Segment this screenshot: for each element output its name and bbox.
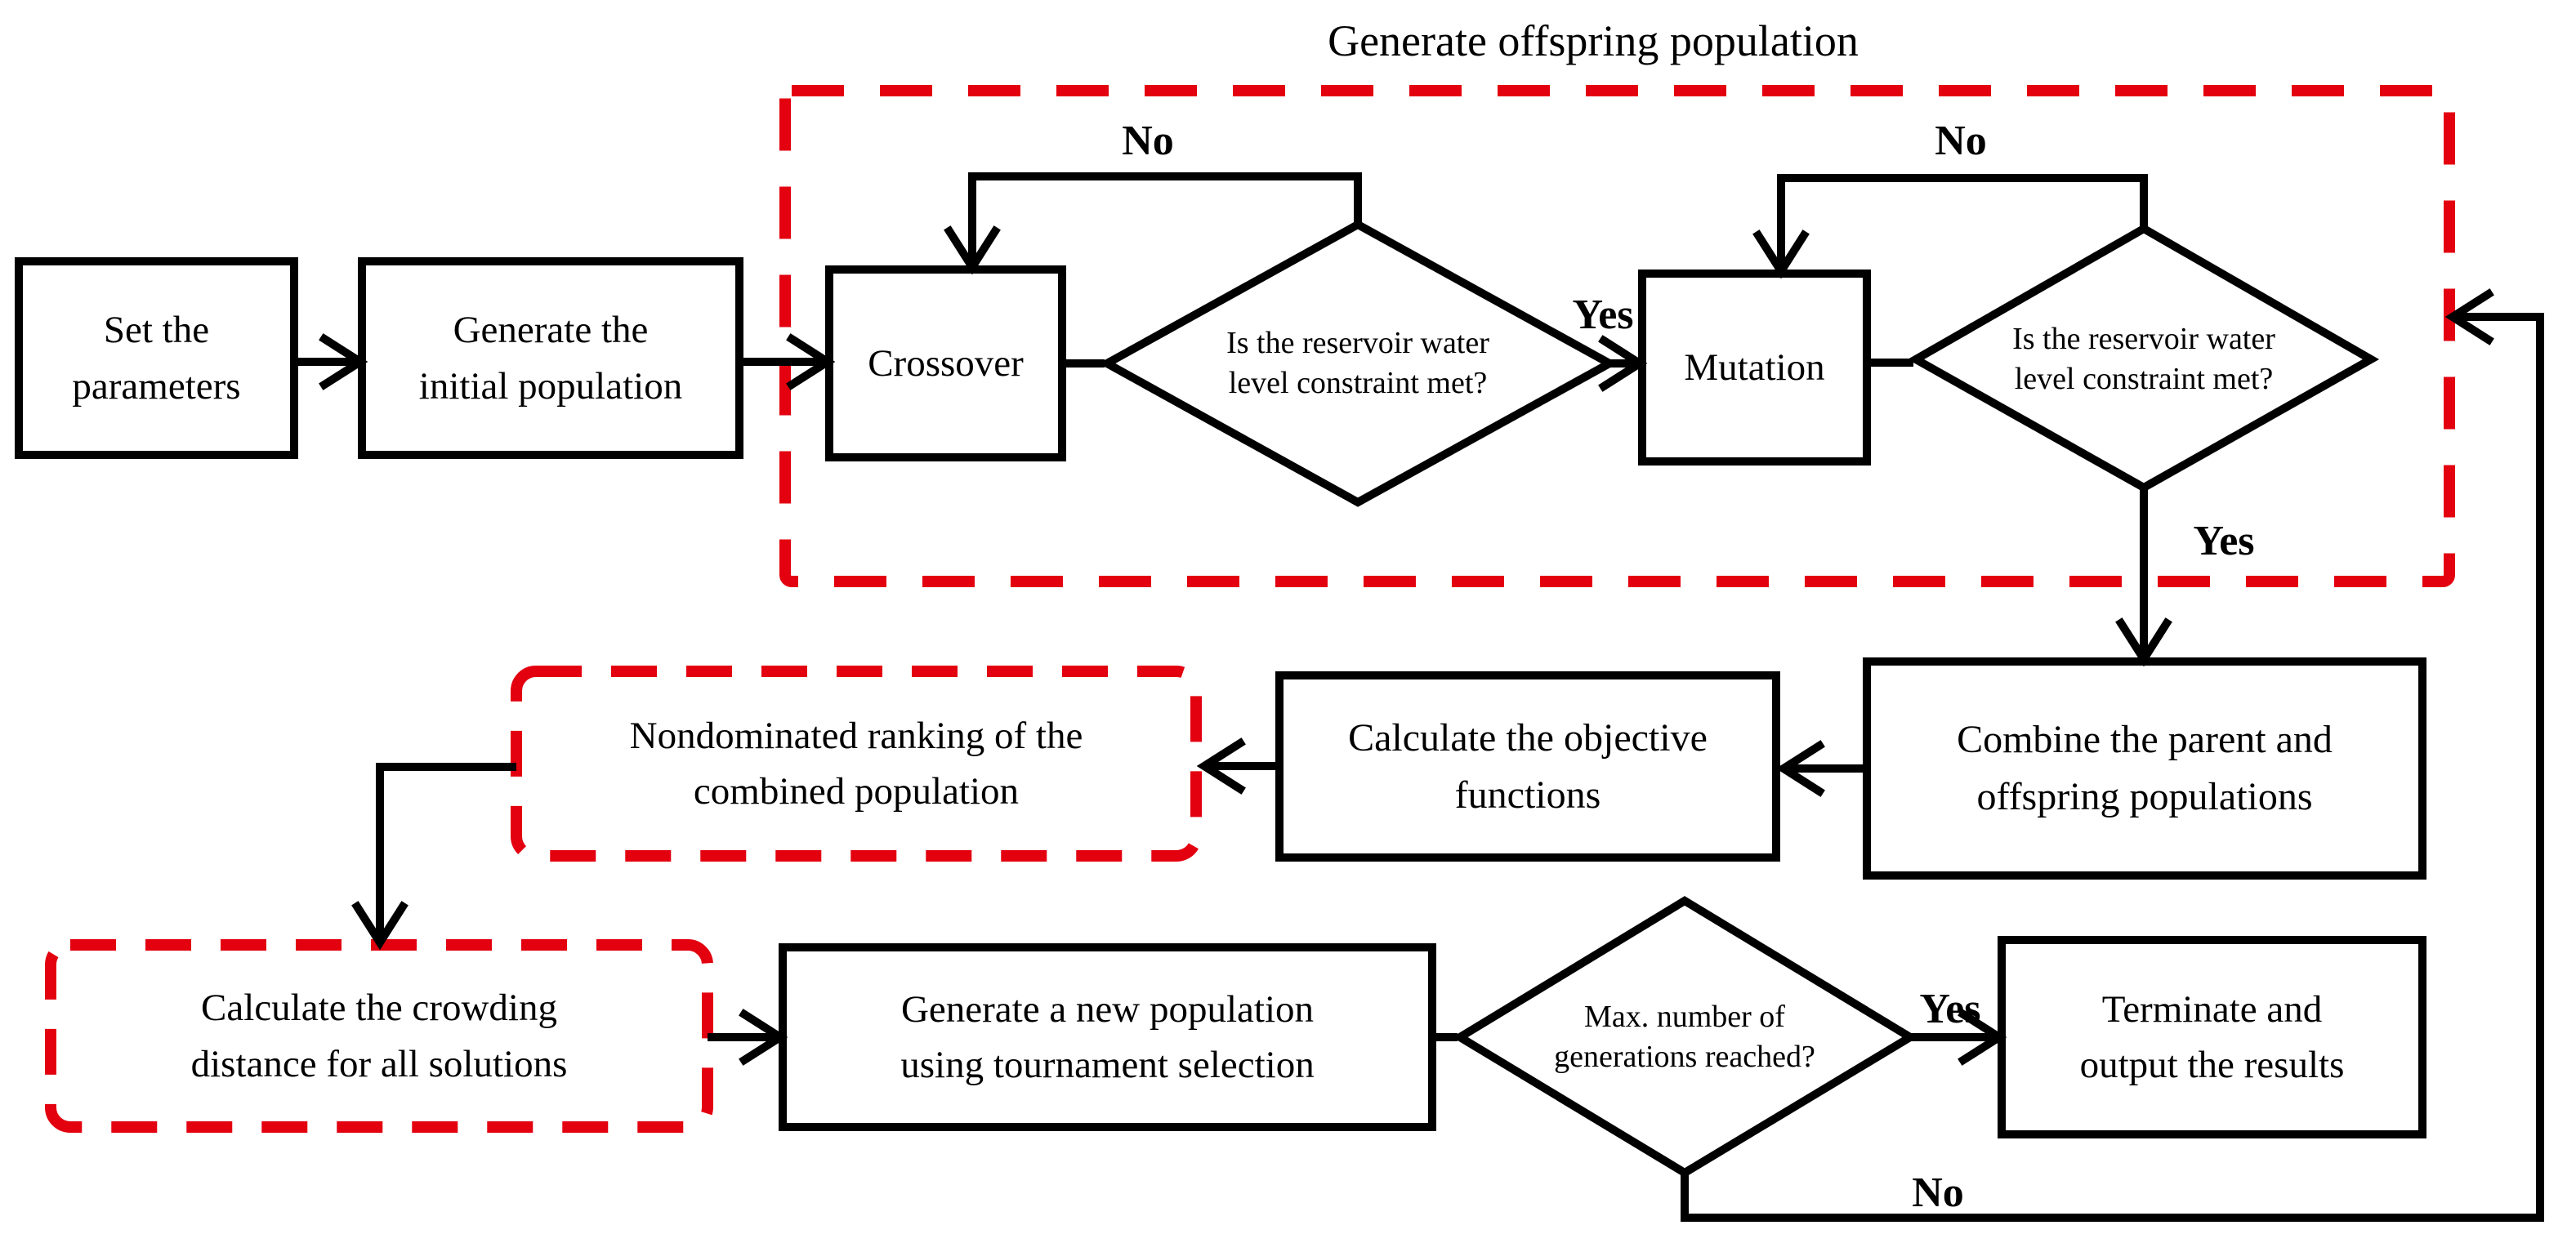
edge-ranking-to-crowding [351,763,516,951]
crossover-box [825,265,1066,461]
crowding-dashed-box [45,939,713,1133]
mutation-box [1638,270,1871,466]
edge-check1-no-loop [944,172,1362,275]
combine-box [1863,657,2426,880]
nondominated-dashed-box [511,666,1202,862]
calculate-objectives-box [1275,671,1780,862]
generate-new-population-box [779,943,1436,1131]
reservoir-check-1-diamond [1098,220,1618,507]
edge-check2-no-loop [1752,174,2148,279]
reservoir-check-2-diamond [1907,224,2380,492]
edge-maxcheck-no-restart-loop [1681,288,2544,1222]
max-generations-diamond [1452,896,1918,1178]
set-parameters-box [15,257,298,459]
generate-initial-box [358,257,743,459]
terminate-box [1998,936,2426,1138]
